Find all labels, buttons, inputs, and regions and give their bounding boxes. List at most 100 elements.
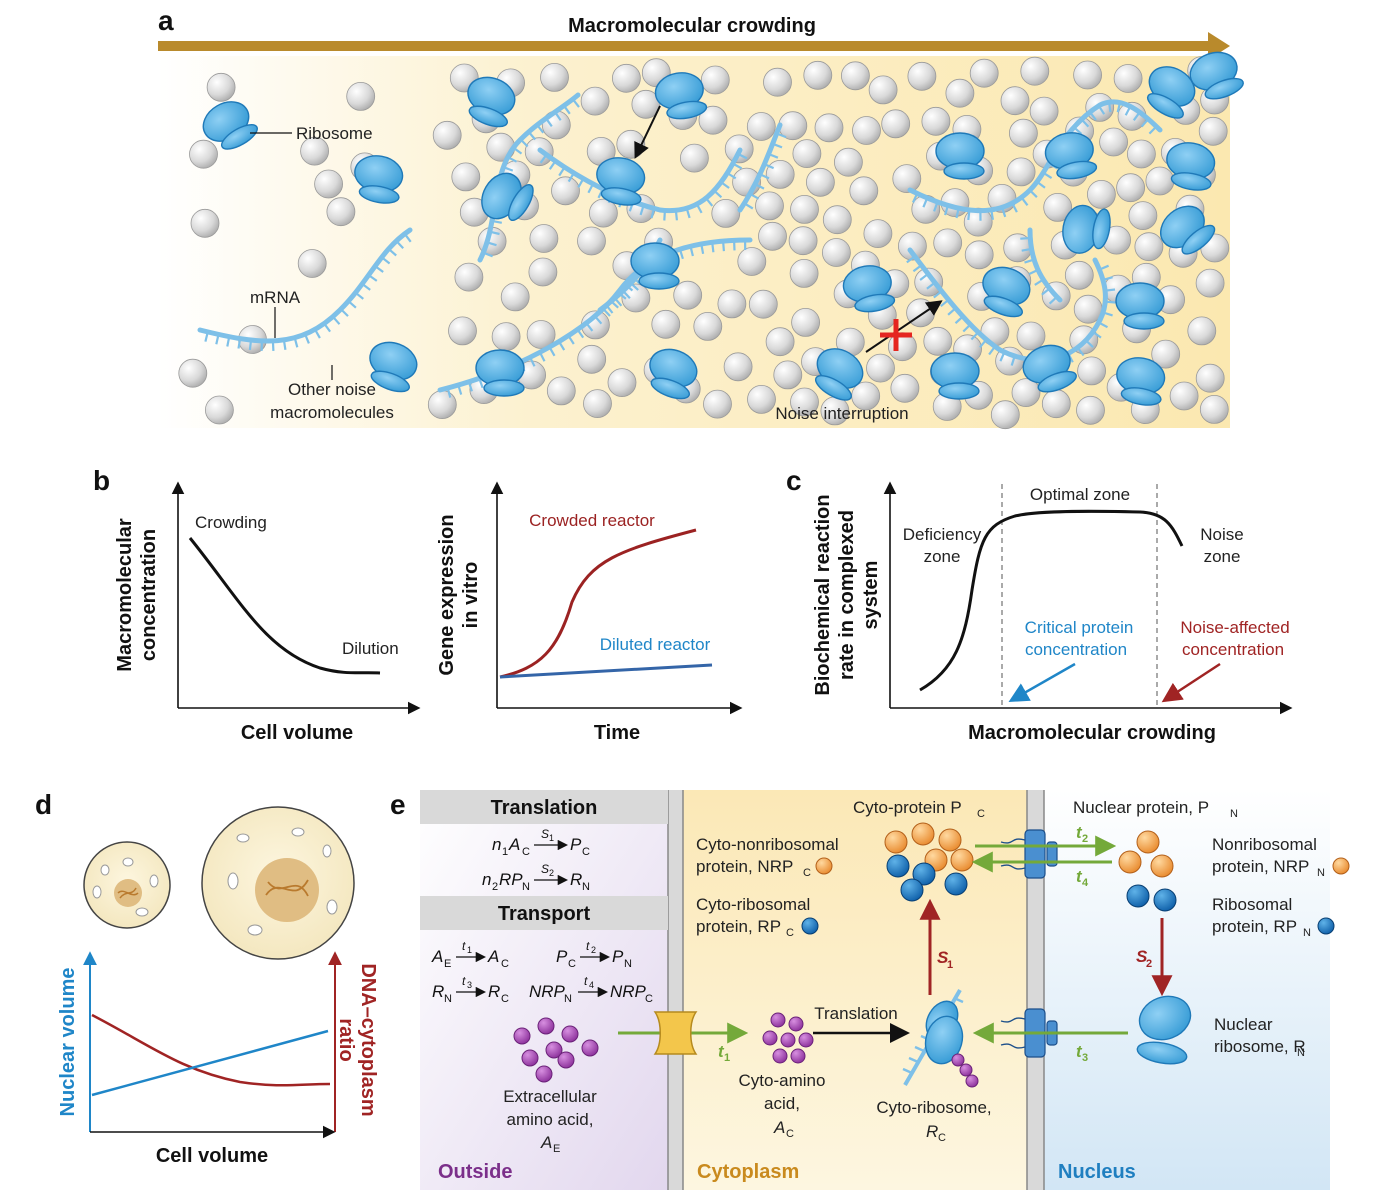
noise-macromolecule	[1006, 157, 1036, 187]
noise-macromolecule	[204, 395, 234, 425]
ribosome-small-subunit	[1146, 92, 1184, 119]
svg-text:R: R	[432, 982, 444, 1001]
mrna-base-tick	[482, 251, 494, 258]
svg-text:N: N	[1297, 1047, 1305, 1059]
t4-label: t	[1076, 867, 1083, 886]
ribosome-small-subunit	[1037, 370, 1077, 393]
mrna-base-tick	[478, 377, 484, 389]
svg-text:C: C	[786, 1128, 794, 1140]
d-right-ylabel-line2: ratio	[335, 1018, 357, 1061]
ribosome-small-subunit	[507, 184, 534, 222]
mrna-base-tick	[602, 307, 611, 317]
noise-macromolecule	[907, 61, 937, 91]
noise-macromolecule	[190, 208, 220, 238]
t1-label: t	[718, 1042, 725, 1061]
noise-affected-arrow	[1161, 662, 1221, 703]
d-left-ylabel: Nuclear volume	[57, 968, 79, 1117]
svg-text:N: N	[522, 881, 530, 893]
amino-acid	[770, 1012, 786, 1028]
noise-macromolecule	[990, 400, 1020, 430]
mrna-base-tick	[354, 291, 364, 300]
noise-macromolecule	[551, 176, 580, 206]
mrna-base-tick	[368, 274, 378, 282]
svg-text:N: N	[444, 993, 452, 1005]
svg-text:n: n	[492, 835, 501, 854]
mrna-base-tick	[962, 323, 972, 333]
amino-acid	[521, 1049, 539, 1067]
panel-d: d Cell volume Nuclear volume	[35, 789, 379, 1167]
mrna-base-tick	[922, 197, 929, 208]
noise-macromolecule	[963, 207, 993, 237]
mrna-base-tick	[567, 172, 575, 183]
mrna-base-tick	[248, 339, 253, 351]
ribosome	[1115, 282, 1165, 330]
mrna-base-tick	[597, 188, 604, 199]
mrna-base-tick	[1076, 346, 1085, 357]
transport-header: Transport	[498, 903, 591, 925]
noise-zone-line2: zone	[1204, 547, 1241, 566]
noise-macromolecule	[914, 267, 944, 297]
mrna-base-tick	[446, 387, 452, 398]
noise-macromolecule	[763, 67, 792, 97]
deficiency-zone-line2: zone	[924, 547, 961, 566]
svg-text:A: A	[508, 835, 520, 854]
mrna-base-tick	[271, 340, 275, 351]
noise-macromolecule	[822, 238, 851, 267]
ribosome	[481, 172, 534, 222]
cyto-amino-line1: Cyto-amino	[739, 1071, 826, 1090]
amino-acid	[535, 1065, 553, 1083]
mrna-base-tick	[558, 166, 566, 177]
noise-macromolecule	[700, 65, 730, 95]
noise-macromolecule	[1029, 96, 1059, 126]
noise-macromolecule	[1077, 356, 1106, 386]
mrna-base-tick	[933, 201, 939, 212]
ribosome-small-subunit	[943, 162, 985, 180]
noise-macromolecule	[852, 116, 881, 145]
ribosome	[475, 349, 525, 397]
mrna-base-tick	[614, 297, 623, 307]
noise-macromolecule	[680, 143, 709, 173]
svg-text:2: 2	[549, 868, 554, 878]
svg-text:C: C	[568, 958, 576, 970]
noise-macromolecule	[1041, 389, 1071, 419]
noise-macromolecule	[1128, 201, 1158, 231]
mrna-base-tick	[1102, 276, 1113, 281]
mrna-base-tick	[749, 192, 760, 200]
crowded-reactor-curve	[499, 528, 697, 679]
mrna-base-tick	[548, 346, 556, 357]
panel-e-label: e	[390, 789, 406, 820]
noise-macromolecule	[540, 63, 569, 92]
mrna-base-tick	[663, 210, 666, 221]
svg-text:N: N	[624, 958, 632, 970]
svg-text:C: C	[582, 846, 590, 858]
svg-text:R: R	[488, 982, 500, 1001]
noise-macromolecule	[1195, 363, 1225, 393]
b-left-ylabel-line1: Macromolecular	[114, 518, 136, 672]
panel-a-label: a	[158, 5, 174, 36]
mrna-base-tick	[947, 307, 957, 316]
noise-macromolecule	[346, 82, 376, 111]
s1-label: S	[937, 948, 949, 967]
noise-macromolecule	[448, 316, 477, 346]
svg-text:1: 1	[549, 833, 554, 843]
diluted-reactor-label: Diluted reactor	[600, 635, 711, 654]
mrna-base-tick	[650, 208, 656, 219]
panel-b: b Crowding Dilution Cell volume Macromol…	[93, 465, 743, 744]
mrna-base-tick	[1148, 125, 1158, 135]
amino-acid	[762, 1030, 778, 1046]
mrna-base-tick	[554, 111, 562, 121]
svg-text:2: 2	[492, 881, 498, 893]
mrna-base-tick	[1140, 118, 1150, 128]
mrna-base-tick	[700, 243, 705, 254]
svg-text:A: A	[487, 947, 499, 966]
noise-label-line2: macromolecules	[270, 403, 394, 422]
noise-macromolecule	[206, 72, 236, 102]
noise-label-line1: Other noise	[288, 380, 376, 399]
ribosome	[982, 266, 1031, 318]
mrna-base-tick	[705, 197, 714, 207]
mrna-base-tick	[527, 131, 537, 141]
nonribosomal-protein	[950, 848, 974, 872]
ribosome	[467, 76, 516, 128]
